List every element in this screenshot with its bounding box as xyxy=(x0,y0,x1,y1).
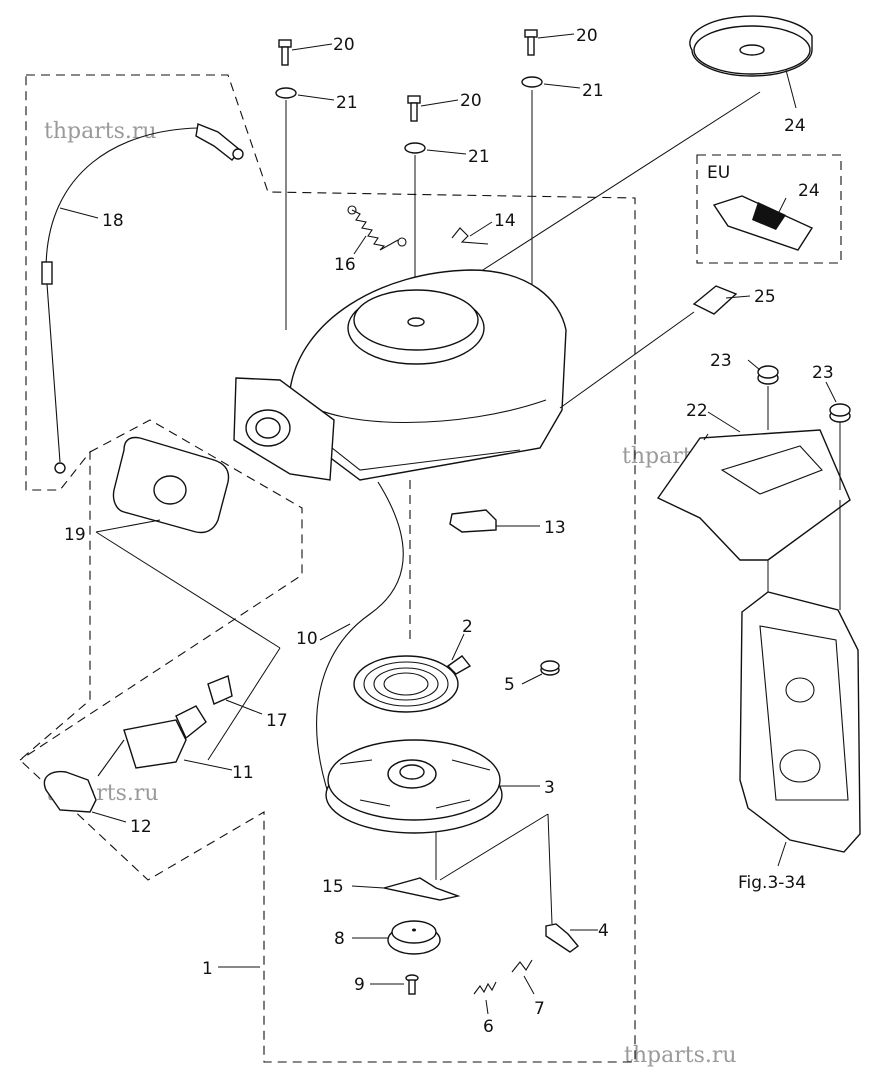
spring-14 xyxy=(451,227,489,245)
callout-6: 6 xyxy=(483,1017,494,1037)
callout-24-eu: 24 xyxy=(798,181,820,201)
pawl-4 xyxy=(545,923,580,953)
label-25-axis xyxy=(559,311,695,409)
callout-19: 19 xyxy=(64,525,86,545)
rope-knob-17 xyxy=(207,675,233,705)
callout-11: 11 xyxy=(232,763,254,783)
starter-handle-11 xyxy=(97,705,207,777)
callout-3: 3 xyxy=(544,778,555,798)
bolt-20-right xyxy=(524,29,538,56)
grommet-23-right xyxy=(829,403,851,423)
part-13 xyxy=(449,509,497,533)
assembly-boundary-handle xyxy=(19,419,303,761)
watermark-bottom: thparts.ru xyxy=(624,1043,737,1068)
spring-16 xyxy=(347,205,407,251)
washer-21-right xyxy=(521,76,543,88)
spring-6 xyxy=(473,981,497,995)
callout-17: 17 xyxy=(266,711,288,731)
eu-region-label: EU xyxy=(707,163,730,183)
engine-housing-fig-3-34 xyxy=(739,500,861,853)
cover-22 xyxy=(656,429,851,561)
bolt-20-left xyxy=(278,39,292,66)
washer-21-left xyxy=(275,87,297,99)
screw-9 xyxy=(405,974,419,995)
friction-plate-15 xyxy=(383,877,461,901)
assembly-boundary-main xyxy=(19,74,636,1063)
callout-20-right: 20 xyxy=(576,26,598,46)
rope-guide-19 xyxy=(112,436,230,534)
cap-5 xyxy=(540,660,560,676)
callout-4: 4 xyxy=(598,921,609,941)
center-cover-8 xyxy=(387,920,441,955)
grommet-23-left xyxy=(757,365,779,385)
pulley-reel-3 xyxy=(325,739,503,834)
callout-22: 22 xyxy=(686,401,708,421)
decal-24 xyxy=(689,15,813,77)
callout-10: 10 xyxy=(296,629,318,649)
eu-inset-box xyxy=(696,154,842,264)
callout-9: 9 xyxy=(354,975,365,995)
eu-decal-24 xyxy=(712,195,814,251)
handle-grip-12 xyxy=(43,770,97,813)
callout-23-right: 23 xyxy=(812,363,834,383)
spring-7 xyxy=(511,959,533,973)
callout-16: 16 xyxy=(334,255,356,275)
callout-21-left: 21 xyxy=(336,93,358,113)
callout-21-right: 21 xyxy=(582,81,604,101)
callout-14: 14 xyxy=(494,211,516,231)
watermark-top-left: thparts.ru xyxy=(44,119,157,144)
starter-rope-10 xyxy=(316,481,404,811)
callout-20-left: 20 xyxy=(333,35,355,55)
callout-1: 1 xyxy=(202,959,213,979)
callout-25: 25 xyxy=(754,287,776,307)
callout-13: 13 xyxy=(544,518,566,538)
figure-reference: Fig.3-34 xyxy=(738,873,806,893)
callout-2: 2 xyxy=(462,617,473,637)
callout-8: 8 xyxy=(334,929,345,949)
callout-18: 18 xyxy=(102,211,124,231)
callout-15: 15 xyxy=(322,877,344,897)
bolt-20-center xyxy=(407,95,421,122)
spiral-spring-2 xyxy=(353,655,472,713)
callout-20-center: 20 xyxy=(460,91,482,111)
leader-lines xyxy=(59,33,837,1015)
callout-24: 24 xyxy=(784,116,806,136)
label-25 xyxy=(692,285,738,315)
callout-5: 5 xyxy=(504,675,515,695)
callout-21-center: 21 xyxy=(468,147,490,167)
callout-23-left: 23 xyxy=(710,351,732,371)
callout-12: 12 xyxy=(130,817,152,837)
starter-case xyxy=(233,269,567,481)
washer-21-center xyxy=(404,142,426,154)
stop-cable-18 xyxy=(41,123,244,474)
callout-7: 7 xyxy=(534,999,545,1019)
